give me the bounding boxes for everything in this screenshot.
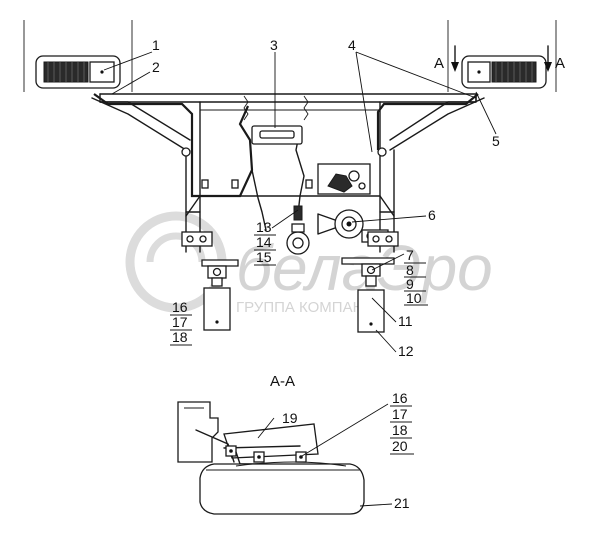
section-a-markers: A A: [434, 45, 565, 72]
callout-8: 8: [406, 262, 414, 278]
callout-5: 5: [492, 133, 500, 149]
callout-10: 10: [406, 290, 422, 306]
callout-1: 1: [152, 37, 160, 53]
callout-18-top: 18: [172, 329, 188, 345]
left-rear-lamp: [23, 20, 133, 92]
wiring-harness: [93, 93, 479, 231]
callout-16-section: 16: [392, 390, 408, 406]
callouts: 1 2 3 4 5 6 7 8 9 10 11 12 13 14 15 16 1…: [152, 37, 500, 511]
callout-17-top: 17: [172, 314, 188, 330]
connector-3: [251, 125, 303, 145]
callout-13: 13: [256, 219, 272, 235]
callout-6: 6: [428, 207, 436, 223]
leader-lines: [103, 51, 497, 507]
callout-18-section: 18: [392, 422, 408, 438]
section-title: А-А: [270, 373, 295, 390]
right-support-foot: [341, 231, 399, 333]
callout-20: 20: [392, 438, 408, 454]
section-mark-right: A: [555, 55, 565, 72]
callout-21: 21: [394, 495, 410, 511]
callout-15: 15: [256, 249, 272, 265]
callout-14: 14: [256, 234, 272, 250]
callout-19: 19: [282, 410, 298, 426]
left-support-foot: [181, 231, 239, 331]
section-view-a-a: [177, 401, 365, 515]
section-mark-left: A: [434, 55, 444, 72]
callout-9: 9: [406, 276, 414, 292]
callout-11: 11: [398, 313, 413, 329]
callout-2: 2: [152, 59, 160, 75]
watermark-tagline: ГРУППА КОМПАНИЙ: [236, 298, 385, 316]
relay-unit: [317, 163, 371, 195]
callout-16-top: 16: [172, 299, 188, 315]
callout-3: 3: [270, 37, 278, 53]
sensor-13: [286, 205, 310, 255]
callout-12: 12: [398, 343, 414, 359]
callout-17-section: 17: [392, 406, 408, 422]
callout-4: 4: [348, 37, 356, 53]
right-rear-lamp: [447, 20, 557, 92]
callout-7: 7: [406, 247, 414, 263]
